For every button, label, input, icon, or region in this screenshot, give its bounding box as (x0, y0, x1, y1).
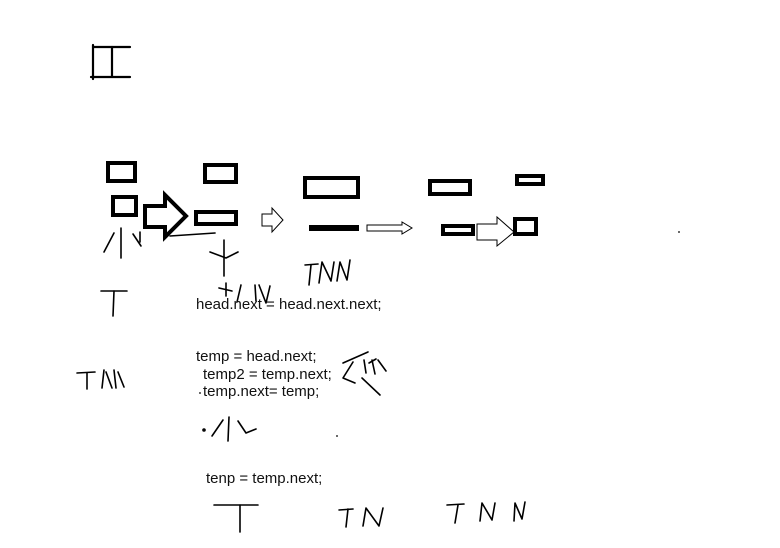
node-box (441, 224, 475, 236)
node-box (515, 174, 545, 186)
handwriting-small-mark (202, 416, 257, 442)
dot-mark (678, 231, 680, 233)
corner-glyph (89, 43, 132, 81)
handwriting-scribble (103, 227, 216, 259)
dot-mark (199, 392, 201, 394)
handwriting-TN-left (76, 369, 125, 390)
code-line-4: temp.next= temp; (203, 383, 320, 400)
handwriting-arrow-down (209, 239, 271, 304)
big-arrow (143, 190, 189, 242)
handwriting-TNN (304, 259, 351, 286)
handwriting-T-bottom (213, 504, 259, 533)
node-box (513, 217, 538, 236)
handwriting-TNN-bottom (446, 501, 526, 524)
node-box (194, 210, 238, 226)
code-line-2: temp = head.next; (196, 348, 317, 365)
code-line-1: head.next = head.next.next; (196, 296, 382, 313)
node-bar (309, 225, 359, 231)
medium-arrow (476, 215, 515, 248)
node-box (106, 161, 137, 183)
handwriting-T (100, 290, 128, 317)
node-box (303, 176, 360, 199)
thin-arrow (366, 221, 413, 235)
handwriting-scribble-right (342, 351, 387, 396)
node-box (203, 163, 238, 184)
small-arrow (261, 206, 284, 234)
handwriting-TN-bottom (338, 507, 384, 528)
code-line-3: temp2 = temp.next; (203, 366, 332, 383)
node-box (428, 179, 472, 196)
node-box (111, 195, 138, 217)
dot-mark (336, 435, 338, 437)
code-line-5: tenp = temp.next; (206, 470, 323, 487)
